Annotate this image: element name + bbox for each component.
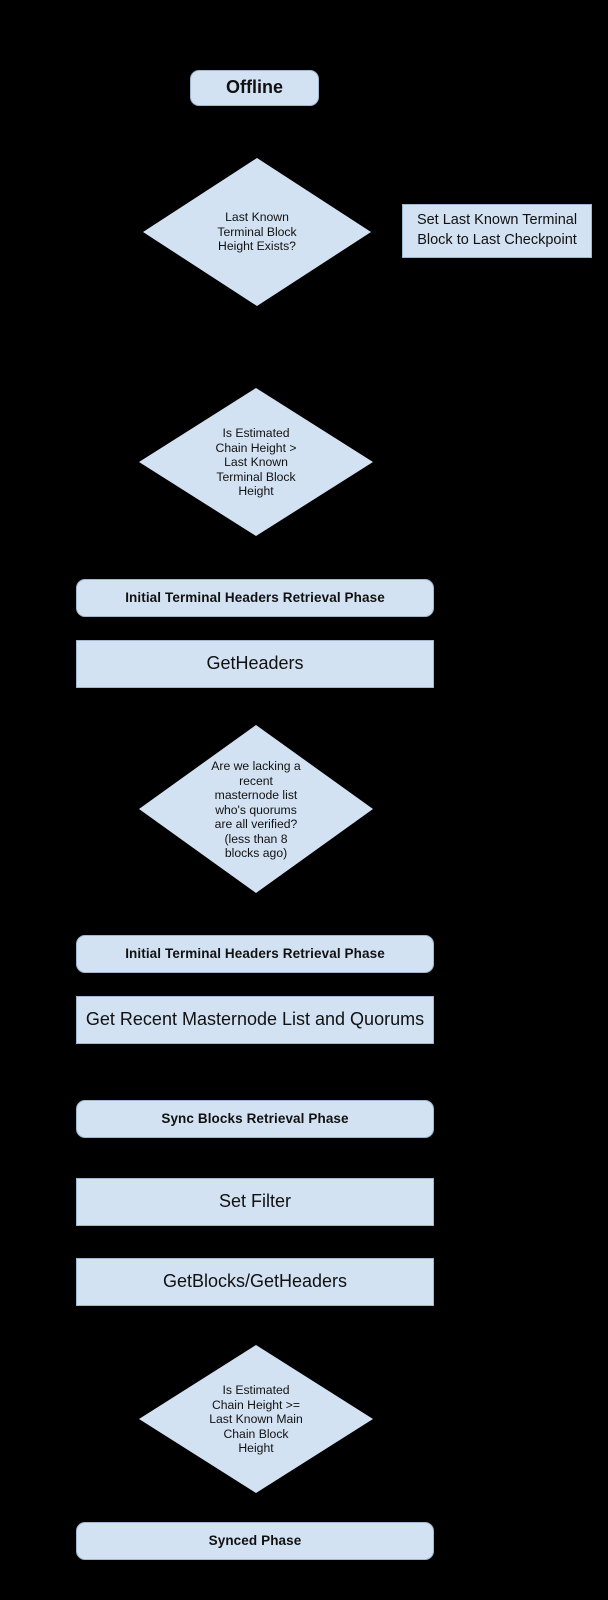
node-offline[interactable]: Offline: [190, 70, 319, 106]
node-decision-estimated-gt-terminal[interactable]: Is Estimated Chain Height > Last Known T…: [139, 388, 373, 536]
node-phase-initial-terminal-headers-1[interactable]: Initial Terminal Headers Retrieval Phase: [76, 579, 434, 617]
node-get-recent-masternode-list[interactable]: Get Recent Masternode List and Quorums: [76, 996, 434, 1044]
node-phase-synced[interactable]: Synced Phase: [76, 1522, 434, 1560]
node-offline-label: Offline: [226, 77, 283, 98]
node-set-last-known-terminal[interactable]: Set Last Known Terminal Block to Last Ch…: [402, 204, 592, 258]
node-phase-initial-terminal-headers-2[interactable]: Initial Terminal Headers Retrieval Phase: [76, 935, 434, 973]
node-phase-initial-terminal-headers-2-label: Initial Terminal Headers Retrieval Phase: [125, 946, 385, 962]
node-decision-terminal-height-exists-label: Last Known Terminal Block Height Exists?: [217, 210, 297, 254]
node-decision-lacking-masternode-list[interactable]: Are we lacking a recent masternode list …: [139, 725, 373, 893]
node-decision-estimated-gte-main[interactable]: Is Estimated Chain Height >= Last Known …: [139, 1345, 373, 1493]
node-decision-estimated-gte-main-label: Is Estimated Chain Height >= Last Known …: [209, 1383, 303, 1456]
node-get-blocks-get-headers-label: GetBlocks/GetHeaders: [162, 1271, 348, 1292]
node-phase-sync-blocks-retrieval-label: Sync Blocks Retrieval Phase: [161, 1111, 349, 1127]
node-phase-sync-blocks-retrieval[interactable]: Sync Blocks Retrieval Phase: [76, 1100, 434, 1138]
node-get-headers-label: GetHeaders: [206, 653, 304, 674]
node-get-recent-masternode-list-label: Get Recent Masternode List and Quorums: [85, 1009, 425, 1030]
node-set-filter-label: Set Filter: [218, 1191, 292, 1212]
node-phase-initial-terminal-headers-1-label: Initial Terminal Headers Retrieval Phase: [125, 590, 385, 606]
node-decision-estimated-gt-terminal-label: Is Estimated Chain Height > Last Known T…: [215, 426, 297, 499]
node-get-headers[interactable]: GetHeaders: [76, 640, 434, 688]
node-get-blocks-get-headers[interactable]: GetBlocks/GetHeaders: [76, 1258, 434, 1306]
node-decision-lacking-masternode-list-label: Are we lacking a recent masternode list …: [211, 759, 301, 861]
node-set-filter[interactable]: Set Filter: [76, 1178, 434, 1226]
node-decision-terminal-height-exists[interactable]: Last Known Terminal Block Height Exists?: [143, 158, 371, 306]
node-set-last-known-terminal-label: Set Last Known Terminal Block to Last Ch…: [416, 212, 578, 248]
node-phase-synced-label: Synced Phase: [208, 1533, 302, 1549]
